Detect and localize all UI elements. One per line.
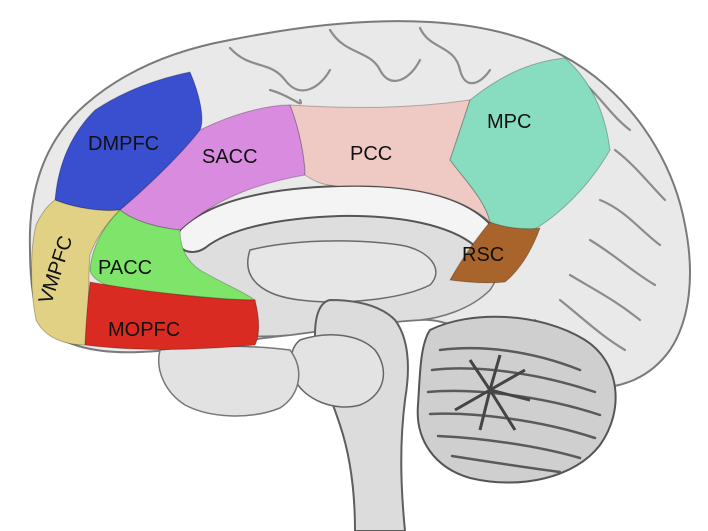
- gyrus-line: [268, 88, 303, 105]
- gyrus-line: [613, 148, 667, 202]
- gyrus-line: [598, 198, 662, 247]
- label-mopfc: MOPFC: [108, 319, 180, 341]
- cerebellum: [416, 315, 617, 484]
- gyrus-line: [558, 298, 627, 352]
- region-mopfc[interactable]: [84, 281, 260, 351]
- gyrus-line: [568, 273, 642, 322]
- label-mpc: MPC: [487, 111, 531, 133]
- label-pacc: PACC: [98, 257, 152, 279]
- region-pacc[interactable]: [89, 209, 257, 301]
- label-sacc: SACC: [202, 146, 258, 168]
- label-rsc: RSC: [462, 244, 504, 266]
- region-sacc[interactable]: [119, 104, 306, 231]
- pons: [290, 334, 385, 408]
- region-mpc[interactable]: [449, 57, 611, 233]
- thalamus: [247, 240, 437, 303]
- label-pcc: PCC: [350, 143, 392, 165]
- temporal-lobe: [158, 345, 300, 417]
- region-dmpfc[interactable]: [54, 71, 203, 211]
- region-rsc[interactable]: [449, 221, 541, 284]
- gyrus-line: [418, 26, 492, 85]
- gyrus-line: [328, 28, 422, 82]
- gyrus-line: [588, 238, 657, 287]
- region-overlays: [31, 57, 611, 351]
- gyrus-line: [228, 46, 332, 92]
- label-dmpfc: DMPFC: [88, 133, 159, 155]
